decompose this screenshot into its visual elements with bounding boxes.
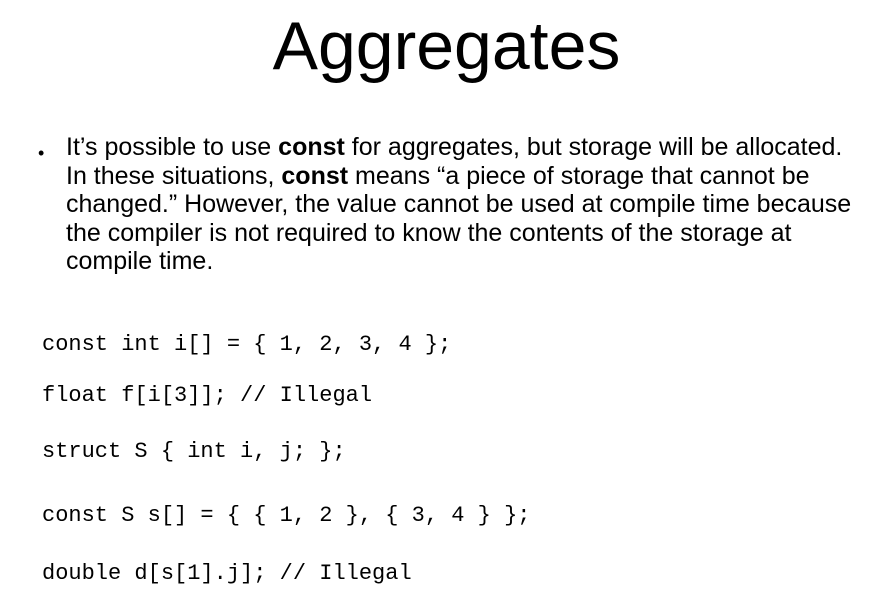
code-line-struct-array: const S s[] = { { 1, 2 }, { 3, 4 } }; <box>42 503 531 528</box>
bullet-text-segment: for aggregates, but storage will be allo… <box>66 133 843 190</box>
bullet-text-segment: It’s possible to use <box>66 133 279 161</box>
code-line-float-illegal: float f[i[3]]; // Illegal <box>42 383 373 408</box>
slide-title: Aggregates <box>272 8 621 84</box>
bullet-text: It’s possible to use const for aggregate… <box>66 133 861 276</box>
bullet-text-keyword: const <box>281 161 349 190</box>
code-line-struct-decl: struct S { int i, j; }; <box>42 439 346 464</box>
bullet-text-segment: means “a piece of storage that cannot be… <box>66 161 852 276</box>
code-line-array-decl: const int i[] = { 1, 2, 3, 4 }; <box>42 332 452 357</box>
bullet-text-keyword: const <box>278 133 345 161</box>
bullet-marker: • <box>38 143 45 163</box>
code-line-double-illegal: double d[s[1].j]; // Illegal <box>42 561 412 586</box>
